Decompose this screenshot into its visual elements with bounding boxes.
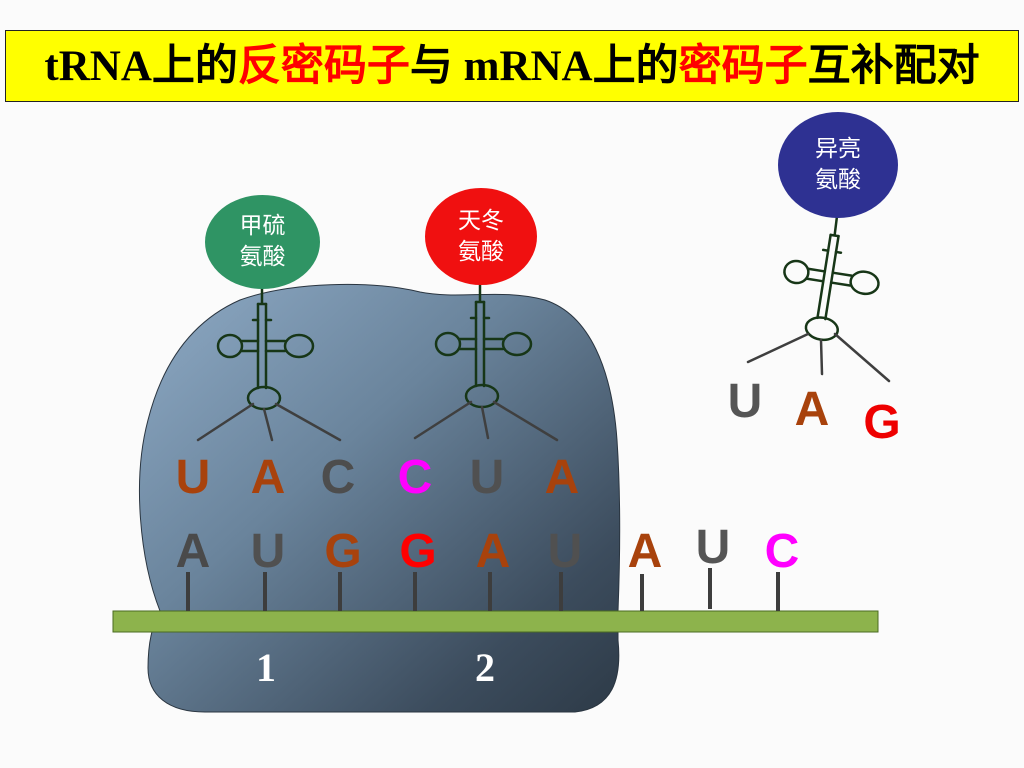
amino-acid-label-line2: 氨酸 [815, 167, 861, 193]
anticodon-base: A [544, 451, 580, 504]
connector-line [262, 407, 274, 442]
title-middle: 与 mRNA上的 [409, 42, 679, 90]
mrna-base: U [250, 525, 286, 578]
connector-line [492, 400, 559, 442]
mrna-base: U [547, 525, 583, 578]
anticodon-connectors [196, 402, 342, 442]
title-bar: tRNA上的 反密码子 与 mRNA上的 密码子 互补配对 [5, 30, 1019, 102]
ribosome-site-2-label: 2 [475, 645, 495, 690]
amino-acid-label-line2: 氨酸 [458, 238, 504, 265]
connector-line [196, 402, 255, 442]
title-prefix: tRNA上的 [44, 42, 238, 90]
connector-line [746, 332, 810, 364]
mrna-base: A [175, 525, 211, 578]
trna-3 [746, 199, 891, 383]
anticodon-base: U [727, 375, 763, 428]
anticodon-base: C [397, 451, 433, 504]
amino-acid-label-line1: 异亮 [815, 136, 861, 162]
mrna-base: A [627, 525, 663, 578]
mrna-base: U [695, 521, 731, 574]
mrna-base: G [324, 525, 362, 578]
anticodon-base: U [469, 451, 505, 504]
connector-line [819, 338, 824, 376]
amino-acid-methionine: 甲硫 氨酸 [205, 195, 320, 289]
anticodon-base: U [175, 451, 211, 504]
anticodon-base: A [250, 451, 286, 504]
connector-line [413, 400, 473, 440]
connector-line [274, 402, 342, 442]
ribosome-site-1-label: 1 [256, 645, 276, 690]
anticodon-connectors [413, 400, 559, 442]
trna-2 [413, 270, 559, 442]
anticodon-base: G [863, 396, 901, 449]
mrna-strand [112, 610, 879, 633]
anticodon-base: A [794, 383, 830, 436]
connector-line [480, 405, 490, 440]
title-suffix: 互补配对 [807, 42, 980, 90]
title-highlight-codon: 密码子 [678, 42, 808, 90]
amino-acid-isoleucine: 异亮 氨酸 [778, 112, 898, 218]
mrna-ticks [186, 568, 780, 611]
ribosome [139, 283, 621, 713]
amino-acid-label-line2: 氨酸 [239, 244, 286, 270]
mrna-base: A [475, 525, 511, 578]
trna-cloverleaf [773, 227, 887, 349]
anticodon-base: C [320, 451, 356, 504]
amino-acid-aspartate: 天冬 氨酸 [425, 188, 537, 285]
mrna-base: G [399, 525, 437, 578]
amino-acid-label-line1: 甲硫 [239, 213, 286, 239]
title-highlight-anticodon: 反密码子 [237, 42, 410, 90]
connector-line [833, 332, 891, 383]
anticodon-connectors [746, 332, 891, 383]
mrna-base: C [764, 525, 800, 578]
amino-acid-label-line1: 天冬 [458, 207, 504, 234]
